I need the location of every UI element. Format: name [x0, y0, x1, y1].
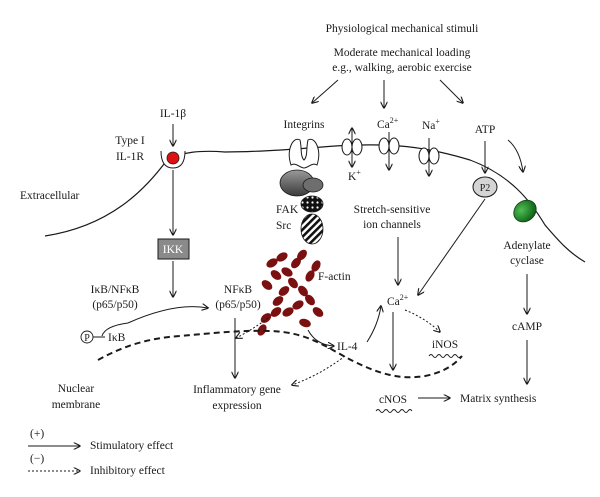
factin-bead [311, 260, 321, 272]
extracellular-label: Extracellular [20, 190, 80, 202]
il1b-label: IL-1β [160, 108, 186, 120]
inos-label: iNOS [432, 339, 458, 351]
nfkb-line2: (p65/p50) [215, 299, 261, 311]
p2-label: P2 [480, 183, 491, 194]
ikb-label: IκB [108, 332, 126, 344]
factin-bead [297, 249, 307, 261]
integrins-label: Integrins [284, 119, 325, 131]
factin-bead [305, 294, 315, 306]
factin-bead [298, 285, 308, 297]
factin-bead [281, 267, 293, 277]
arrow-stimuli-to-integrins [312, 79, 339, 103]
factin-bead [288, 277, 298, 289]
na-label: Na+ [422, 117, 440, 132]
factin-bead [266, 258, 278, 268]
ion-channel-1 [341, 128, 363, 167]
legend-plus: (+) [30, 428, 44, 440]
nuclear-line1: Nuclear [58, 383, 95, 395]
stretch-line1: Stretch-sensitive [354, 204, 431, 216]
factin-bead [282, 307, 294, 317]
integrin-receptor [288, 138, 320, 169]
cnos-label: cNOS [379, 394, 407, 406]
nuclear-membrane [97, 329, 463, 379]
adenylate-line2: cyclase [510, 255, 544, 267]
fak-partner-shape [302, 177, 324, 193]
ion-channel-3 [418, 138, 440, 176]
ikb-nfkb-line2: (p65/p50) [92, 299, 138, 311]
adenylate-line1: Adenylate [503, 240, 550, 252]
nfkb-line1: NFκB [224, 284, 252, 296]
factin-bead [292, 300, 304, 310]
ion-channel-2 [378, 132, 400, 170]
arrow-p2-to-ca [418, 198, 486, 295]
ikb-nfkb-line1: IκB/NFκB [91, 284, 140, 296]
factin-bead [291, 257, 301, 269]
p2-receptor [472, 176, 498, 198]
atp-label: ATP [475, 124, 495, 136]
camp-label: cAMP [512, 321, 542, 333]
ikk-box [157, 238, 190, 260]
arrow-stimuli-to-adenylate [507, 139, 523, 172]
factin-cluster [257, 249, 324, 336]
fak-label: FAK [276, 204, 299, 216]
factin-bead [299, 318, 311, 328]
factin-bead [276, 252, 288, 262]
loading-line2: e.g., walking, aerobic exercise [332, 62, 472, 74]
arrow-dissociation-to-nfkb [127, 307, 208, 324]
src-striped-shape [300, 213, 324, 245]
factin-bead [278, 286, 290, 296]
stretch-line2: ion channels [363, 219, 421, 231]
inhibit-ca-to-inos [404, 309, 440, 332]
arrow-factin-to-il4 [307, 329, 334, 346]
inos-gene-wave [428, 354, 462, 358]
k-label: K+ [348, 168, 361, 183]
type1-line2: IL-1R [116, 151, 144, 163]
adenylate-cyclase-shape [513, 199, 537, 223]
loading-line1: Moderate mechanical loading [334, 47, 471, 59]
type1-line1: Type I [115, 135, 145, 147]
factin-label: F-actin [318, 271, 351, 283]
factin-bead [312, 307, 324, 317]
stimuli-title: Physiological mechanical stimuli [326, 23, 479, 35]
factin-bead [270, 307, 282, 317]
il1r-ligand-dot [166, 151, 180, 165]
arrow-il4-to-ca [366, 306, 381, 343]
ca-top-label: Ca2+ [377, 116, 399, 131]
arrow-stimuli-to-na [439, 79, 463, 103]
cnos-gene-wave [375, 409, 413, 413]
src-label: Src [276, 220, 291, 232]
legend-minus: (−) [30, 453, 44, 465]
legend: (+) Stimulatory effect (−) Inhibitory ef… [28, 428, 174, 477]
ca-mid-label: Ca2+ [387, 293, 409, 308]
src-dotted-shape [300, 195, 324, 213]
arrow-dissociation-to-ikb [101, 322, 129, 337]
matrix-label: Matrix synthesis [460, 393, 537, 405]
factin-bead [305, 270, 315, 282]
factin-bead [260, 313, 272, 323]
ikk-label: IKK [163, 244, 184, 256]
legend-stim-label: Stimulatory effect [90, 440, 174, 452]
factin-bead [261, 280, 273, 290]
factin-bead [272, 296, 284, 306]
factin-bead [257, 324, 267, 336]
inflam-line2: expression [212, 400, 261, 412]
legend-inhib-label: Inhibitory effect [90, 465, 166, 477]
nuclear-line2: membrane [52, 399, 101, 411]
phospho-label: P [84, 333, 90, 344]
factin-bead [270, 270, 282, 280]
inhibit-il4-to-inflam [292, 355, 346, 385]
il4-label: IL-4 [337, 341, 358, 353]
inflam-line1: Inflammatory gene [193, 384, 281, 396]
